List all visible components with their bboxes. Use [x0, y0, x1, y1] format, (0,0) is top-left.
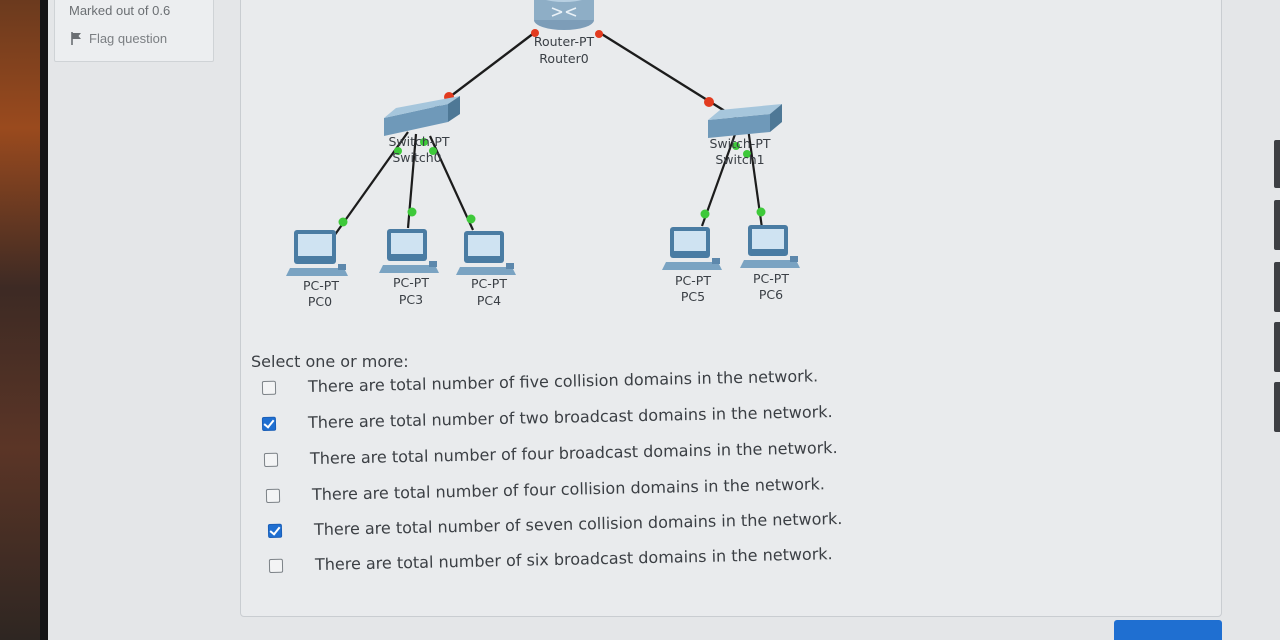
- pc6-name-label: PC6: [759, 287, 783, 302]
- link-switch1-pc5: [700, 125, 740, 227]
- link-light-up: [756, 207, 766, 217]
- router-name-label: Router0: [539, 51, 588, 66]
- router-icon[interactable]: [534, 0, 594, 30]
- switch1-name-label: Switch1: [715, 152, 764, 167]
- flag-question-link[interactable]: Flag question: [71, 31, 167, 46]
- pc4-name-label: PC4: [477, 293, 501, 308]
- pc5-icon[interactable]: [662, 227, 722, 270]
- switch1-icon[interactable]: [708, 104, 782, 138]
- nav-tab[interactable]: [1274, 140, 1280, 188]
- link-light-up: [732, 142, 740, 150]
- link-light-down: [704, 97, 714, 107]
- link-light-up: [466, 214, 476, 224]
- flag-question-label: Flag question: [89, 31, 168, 46]
- pc3-name-label: PC3: [399, 292, 423, 307]
- pc0-name-label: PC0: [308, 294, 332, 309]
- answer-checkbox[interactable]: [261, 416, 277, 431]
- next-page-button[interactable]: [1114, 620, 1222, 640]
- quiz-navigation-edge: [1270, 0, 1280, 640]
- pc3-icon[interactable]: [379, 229, 439, 273]
- link-light-up: [338, 217, 348, 227]
- router-model-label: Router-PT: [534, 34, 595, 49]
- link-status-lights: [338, 29, 766, 227]
- link-light-up: [429, 147, 437, 155]
- pc4-model-label: PC-PT: [471, 276, 507, 291]
- question-info: Marked out of 0.6 Flag question: [54, 0, 214, 62]
- pc6-model-label: PC-PT: [753, 271, 789, 286]
- link-light-down: [595, 30, 603, 38]
- select-prompt: Select one or more:: [251, 352, 409, 371]
- link-light-up: [420, 138, 428, 146]
- pc5-model-label: PC-PT: [675, 273, 711, 288]
- background-surface: [0, 0, 44, 640]
- pc6-icon[interactable]: [740, 225, 800, 268]
- link-light-up: [407, 207, 417, 217]
- switch1-model-label: Switch-PT: [709, 136, 770, 151]
- nav-tab[interactable]: [1274, 200, 1280, 250]
- link-light-down: [531, 29, 539, 37]
- link-light-up: [394, 147, 402, 155]
- flag-icon: [71, 32, 81, 45]
- pc5-name-label: PC5: [681, 289, 705, 304]
- nav-tab[interactable]: [1274, 262, 1280, 312]
- switch0-name-label: Switch0: [392, 150, 441, 165]
- quiz-page: Marked out of 0.6 Flag question: [48, 0, 1280, 640]
- switch0-model-label: Switch-PT: [388, 134, 449, 149]
- pc3-model-label: PC-PT: [393, 275, 429, 290]
- link-router-switch1: [599, 31, 737, 120]
- answer-checkbox[interactable]: [263, 452, 279, 467]
- answer-checkbox[interactable]: [268, 558, 284, 573]
- answer-checkbox[interactable]: [265, 488, 281, 503]
- marked-out-of: Marked out of 0.6: [69, 3, 171, 18]
- pc0-icon[interactable]: [286, 230, 348, 276]
- nav-tab[interactable]: [1274, 322, 1280, 372]
- switch0-icon[interactable]: [384, 96, 460, 136]
- pc0-model-label: PC-PT: [303, 278, 339, 293]
- network-diagram: Router-PT Router0 Switch-PT Switch0 Swit…: [286, 0, 800, 309]
- answer-checkbox[interactable]: [267, 523, 283, 538]
- link-light-up: [700, 209, 710, 219]
- answer-checkbox[interactable]: [261, 380, 277, 395]
- link-light-up: [743, 150, 751, 158]
- pc4-icon[interactable]: [456, 231, 516, 275]
- link-switch0-pc4: [428, 135, 475, 231]
- nav-tab[interactable]: [1274, 382, 1280, 432]
- question-card: [240, 0, 1222, 617]
